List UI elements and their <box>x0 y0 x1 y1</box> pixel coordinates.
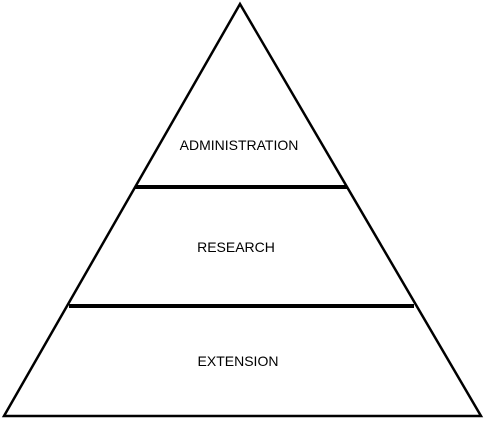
tier-label-administration: ADMINISTRATION <box>180 137 299 153</box>
tier-label-extension: EXTENSION <box>198 353 279 369</box>
tier-label-research: RESEARCH <box>197 239 275 255</box>
